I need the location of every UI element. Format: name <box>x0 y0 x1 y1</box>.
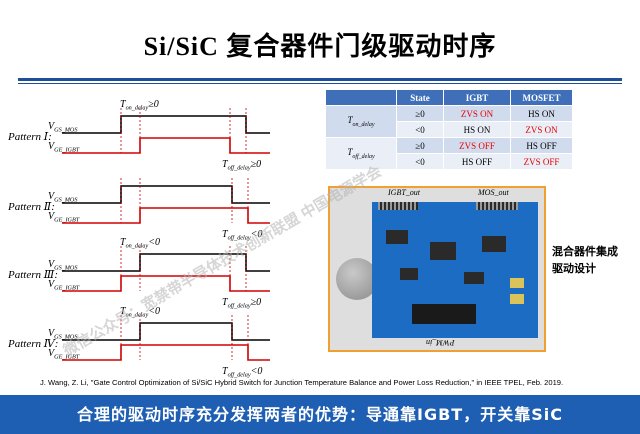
table-cell: HS OFF <box>443 153 511 170</box>
mos-waveform <box>62 185 270 204</box>
vgs-mos-label: VGS_MOS <box>48 121 77 134</box>
table-header: State <box>396 89 444 106</box>
on-delay-label: Ton_delay<0 <box>120 306 160 319</box>
off-delay-label: Toff_delay<0 <box>222 229 262 242</box>
table-row: Ton_delay ≥0 ZVS ON HS ON <box>325 105 573 138</box>
table-cell: ZVS OFF <box>510 153 573 170</box>
table-cell: <0 <box>396 121 444 138</box>
table-cell: HS ON <box>443 121 511 138</box>
table-group-label: Ton_delay <box>325 105 397 138</box>
timing-diagram: Pattern Ⅰ:VGS_MOSVGE_IGBTTon_delay≥0Toff… <box>7 99 270 379</box>
vge-igbt-label: VGE_IGBT <box>48 279 80 292</box>
pattern-label: Pattern Ⅰ: <box>7 131 52 143</box>
summary-banner: 合理的驱动时序充分发挥两者的优势：导通靠IGBT，开关靠SiC <box>0 395 640 434</box>
vgs-mos-label: VGS_MOS <box>48 328 77 341</box>
igbt-waveform <box>62 275 270 292</box>
off-delay-label: Toff_delay≥0 <box>222 297 261 310</box>
table-cell: ≥0 <box>396 137 444 154</box>
table-header: MOSFET <box>510 89 573 106</box>
table-group-label: Toff_delay <box>325 137 397 170</box>
table-row: <0 HS OFF ZVS OFF <box>326 153 573 170</box>
off-delay-label: Toff_delay<0 <box>222 366 262 379</box>
driver-board-photo: IGBT_out MOS_out PWM_in <box>328 186 546 352</box>
igbt-waveform <box>62 344 270 361</box>
off-delay-label: Toff_delay≥0 <box>222 159 261 172</box>
vge-igbt-label: VGE_IGBT <box>48 348 80 361</box>
coin <box>336 258 378 300</box>
table-cell: ZVS OFF <box>443 137 511 154</box>
table-header <box>325 89 397 106</box>
title-rule-thin <box>18 83 622 84</box>
table-header: IGBT <box>443 89 511 106</box>
table-cell: HS ON <box>510 105 573 122</box>
switching-table: State IGBT MOSFET Ton_delay ≥0 ZVS ON HS… <box>325 89 573 170</box>
mos-waveform <box>62 253 270 272</box>
pwm-in-label: PWM_in <box>426 338 455 347</box>
vgs-mos-label: VGS_MOS <box>48 191 77 204</box>
page-title: Si/SiC 复合器件门级驱动时序 <box>143 32 497 61</box>
table-cell: <0 <box>396 153 444 170</box>
vge-igbt-label: VGE_IGBT <box>48 141 80 154</box>
title-rule <box>18 78 622 81</box>
pattern-label: Pattern Ⅲ: <box>7 269 58 281</box>
on-delay-label: Ton_delay≥0 <box>120 99 159 112</box>
pattern-label: Pattern Ⅱ: <box>7 201 55 213</box>
mos-waveform <box>62 322 270 341</box>
vge-igbt-label: VGE_IGBT <box>48 211 80 224</box>
side-caption: 混合器件集成驱动设计 <box>552 246 618 275</box>
igbt-waveform <box>62 137 270 154</box>
on-delay-label: Ton_delay<0 <box>120 237 160 250</box>
table-row: Toff_delay ≥0 ZVS OFF HS OFF <box>325 137 573 170</box>
mos-out-label: MOS_out <box>478 188 509 197</box>
vgs-mos-label: VGS_MOS <box>48 259 77 272</box>
igbt-waveform <box>62 207 270 224</box>
circuit-board <box>372 202 538 338</box>
table-cell: HS OFF <box>510 137 573 154</box>
table-cell: ZVS ON <box>510 121 573 138</box>
citation: J. Wang, Z. Li, "Gate Control Optimizati… <box>40 378 564 387</box>
table-cell: ≥0 <box>396 105 444 122</box>
pattern-label: Pattern Ⅳ: <box>7 338 58 350</box>
mos-waveform <box>62 115 270 134</box>
igbt-out-label: IGBT_out <box>388 188 420 197</box>
table-cell: ZVS ON <box>443 105 511 122</box>
